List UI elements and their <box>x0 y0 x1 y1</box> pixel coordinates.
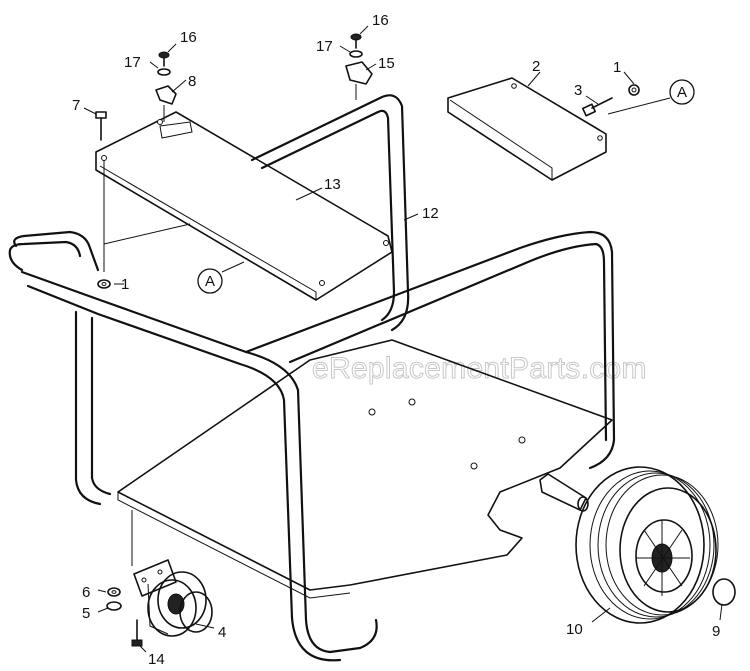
watermark-text: eReplacementParts.com <box>312 352 647 385</box>
callout-14: 14 <box>148 651 165 668</box>
callout-4: 4 <box>218 624 226 641</box>
nut-1-top <box>628 84 640 96</box>
clip-8 <box>155 85 177 105</box>
main-frame <box>8 230 616 662</box>
bolt-7 <box>95 111 107 141</box>
wheel-10 <box>575 466 719 624</box>
nut-6 <box>107 587 121 597</box>
caster-4 <box>133 559 213 637</box>
callout-8: 8 <box>188 73 196 90</box>
nut-1-left <box>97 279 111 289</box>
screw-16-left <box>158 51 170 67</box>
callout-15: 15 <box>378 55 395 72</box>
callout-3: 3 <box>574 82 582 99</box>
callout-10: 10 <box>566 621 583 638</box>
callout-9: 9 <box>712 623 720 640</box>
callout-5: 5 <box>82 605 90 622</box>
washer-17-right <box>349 50 363 58</box>
callout-6: 6 <box>82 584 90 601</box>
callout-2: 2 <box>532 58 540 75</box>
washer-5 <box>106 601 122 611</box>
hubcap-9 <box>712 578 736 606</box>
callout-12: 12 <box>422 205 439 222</box>
washer-17-left <box>157 68 171 76</box>
callout-16-left: 16 <box>180 29 197 46</box>
frame-tube-12 <box>250 94 410 332</box>
callout-7: 7 <box>72 97 80 114</box>
svg-text:A: A <box>677 84 687 101</box>
reference-a-left: A <box>197 268 223 294</box>
reference-a-right: A <box>669 79 695 105</box>
axle <box>539 473 589 512</box>
leader-lines <box>83 25 723 653</box>
svg-text:A: A <box>205 273 215 290</box>
callout-17-right: 17 <box>316 38 333 55</box>
screw-16-right <box>350 33 362 49</box>
callout-17-left: 17 <box>124 54 141 71</box>
callout-13: 13 <box>324 176 341 193</box>
bolt-3 <box>581 97 613 117</box>
clip-15 <box>345 61 373 85</box>
bolt-14 <box>131 619 143 647</box>
callout-labels: 1 2 3 4 5 6 7 8 9 10 12 13 14 15 16 16 1… <box>72 12 720 668</box>
callout-1-left: 1 <box>121 276 129 293</box>
base-pan <box>117 339 613 599</box>
panel-13 <box>95 111 393 301</box>
callout-16-right: 16 <box>372 12 389 29</box>
callout-1-top: 1 <box>613 59 621 76</box>
bracket-2 <box>447 77 607 181</box>
